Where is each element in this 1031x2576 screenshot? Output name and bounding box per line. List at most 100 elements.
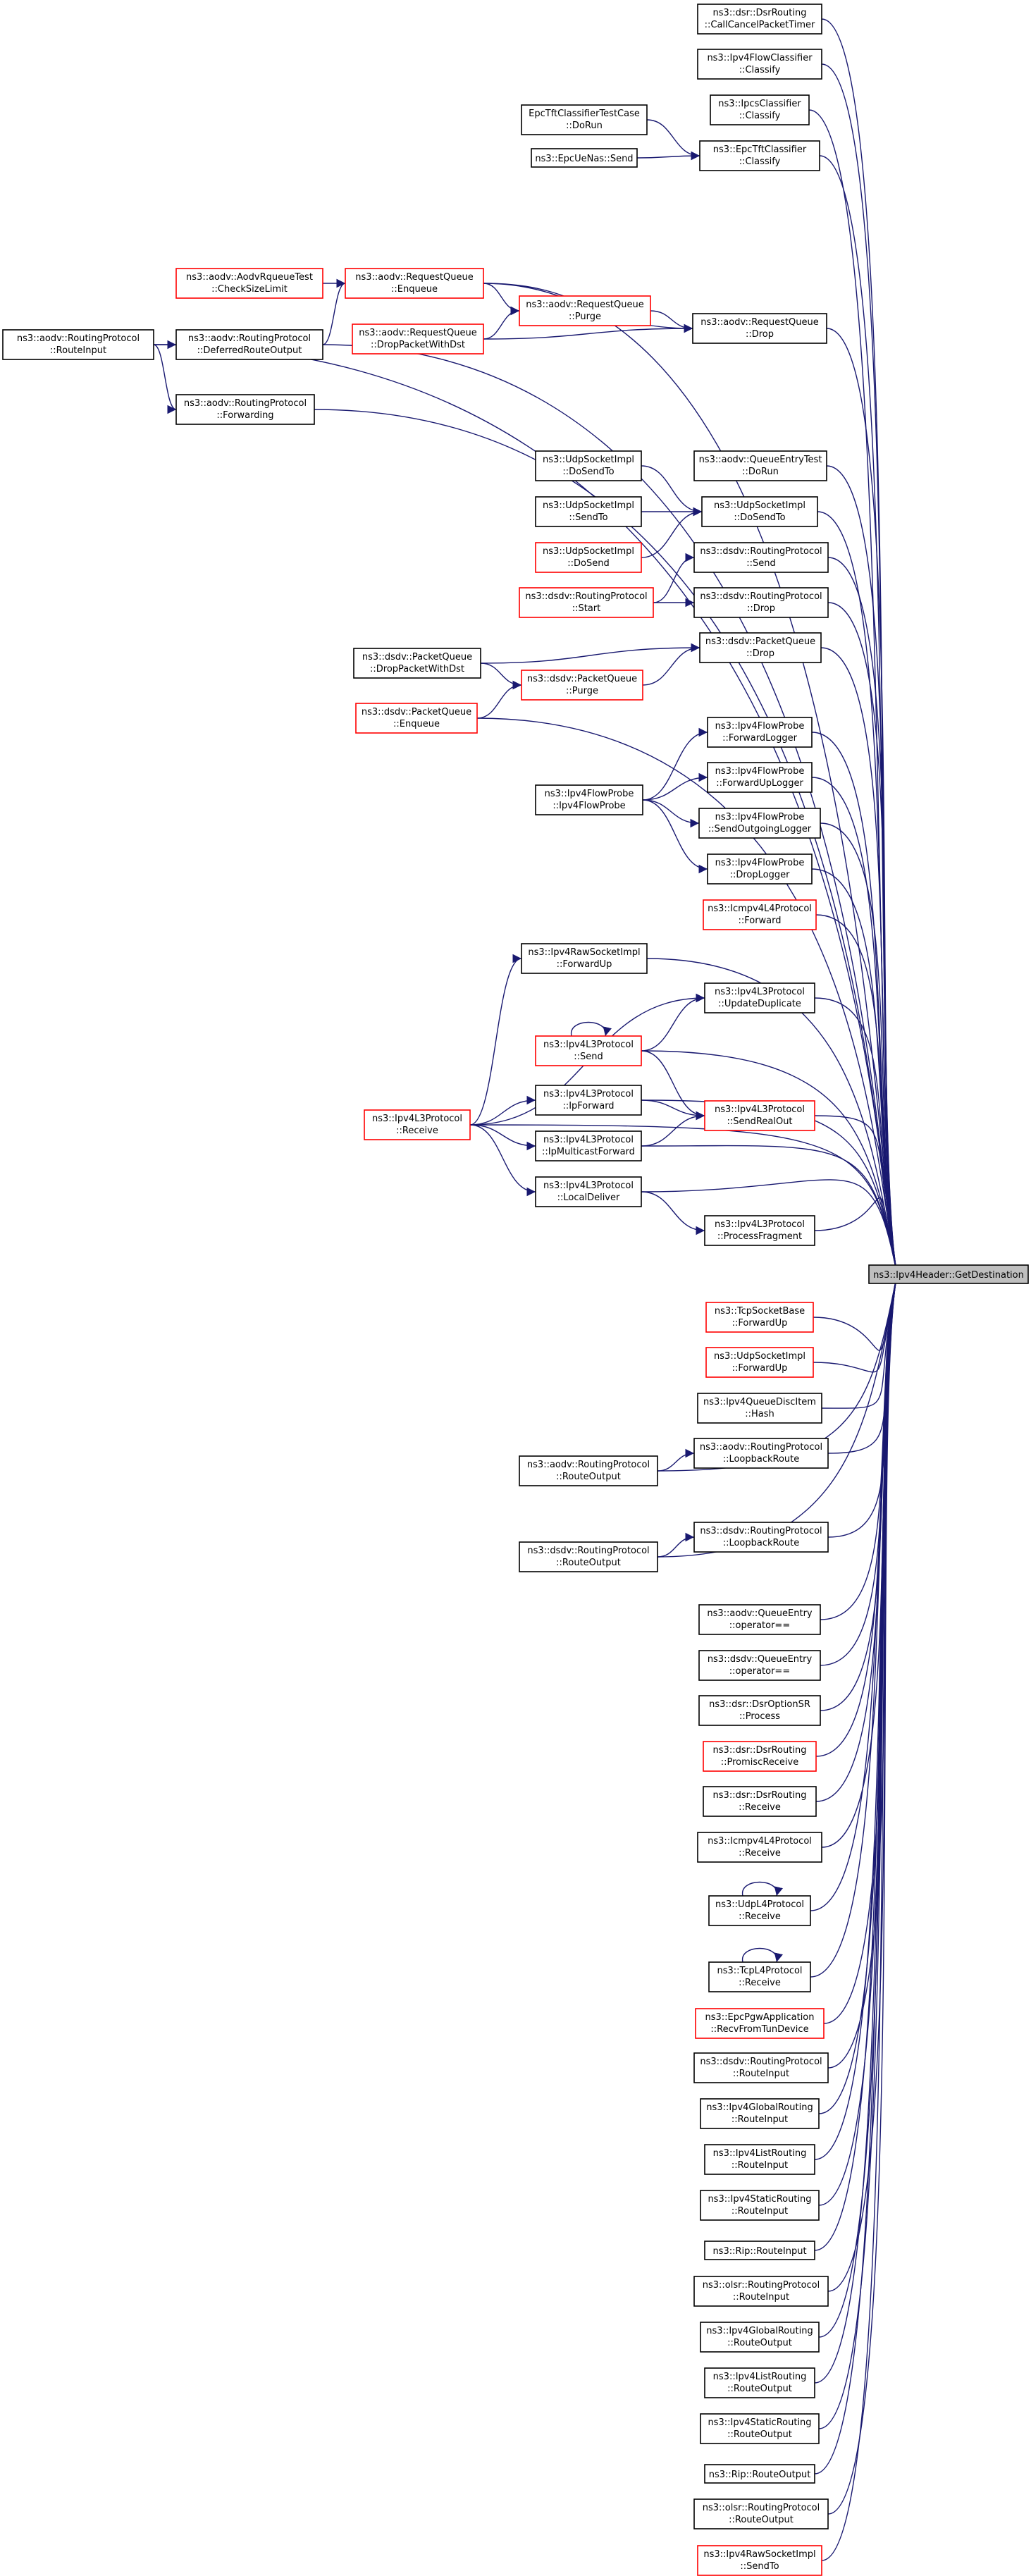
function-node[interactable]: ns3::EpcPgwApplication::RecvFromTunDevic… [695, 2008, 825, 2039]
node-box [355, 703, 478, 734]
function-node[interactable]: ns3::UdpSocketImpl::DoSendTo [701, 496, 818, 527]
function-node[interactable]: ns3::UdpSocketImpl::ForwardUp [705, 1347, 814, 1378]
call-edge [642, 799, 700, 828]
node-label: ::CallCancelPacketTimer [705, 20, 815, 30]
function-node[interactable]: ns3::Ipv4L3Protocol::UpdateDuplicate [704, 982, 815, 1013]
call-edge [827, 602, 900, 1275]
node-label: ns3::UdpL4Protocol [715, 1899, 804, 1910]
function-node[interactable]: ns3::aodv::AodvRqueueTest::CheckSizeLimi… [175, 268, 323, 299]
function-node[interactable]: ns3::UdpSocketImpl::SendTo [535, 496, 642, 527]
function-node[interactable]: ns3::aodv::QueueEntryTest::DoRun [693, 450, 827, 481]
node-label: ns3::UdpSocketImpl [543, 546, 634, 557]
node-box [707, 717, 813, 748]
function-node[interactable]: ns3::TcpL4Protocol::Receive [708, 1961, 811, 1992]
node-box [698, 808, 821, 839]
function-node[interactable]: ns3::Ipv4QueueDiscItem::Hash [697, 1393, 822, 1424]
function-node[interactable]: ns3::EpcUeNas::Send [531, 148, 638, 168]
function-node[interactable]: ns3::TcpSocketBase::ForwardUp [705, 1302, 814, 1333]
function-node[interactable]: ns3::dsdv::PacketQueue::Drop [699, 632, 822, 663]
function-node[interactable]: ns3::Ipv4RawSocketImpl::SendTo [697, 2545, 822, 2576]
function-node[interactable]: ns3::Icmpv4L4Protocol::Receive [697, 1832, 822, 1863]
node-label: ns3::Ipv4L3Protocol [543, 1135, 634, 1145]
function-node[interactable]: ns3::olsr::RoutingProtocol::RouteOutput [693, 2498, 829, 2529]
node-box [693, 450, 827, 481]
function-node[interactable]: ns3::aodv::RequestQueue::Enqueue [345, 268, 484, 299]
node-box [519, 587, 654, 618]
call-edge [815, 914, 900, 1275]
function-node[interactable]: ns3::Ipv4FlowProbe::SendOutgoingLogger [698, 808, 821, 839]
function-node[interactable]: ns3::dsdv::PacketQueue::Purge [521, 670, 643, 701]
function-node[interactable]: ns3::Ipv4GlobalRouting::RouteOutput [700, 2322, 820, 2353]
function-node[interactable]: ns3::dsdv::PacketQueue::Enqueue [355, 703, 478, 734]
function-node[interactable]: ns3::dsr::DsrRouting::PromiscReceive [703, 1741, 817, 1772]
function-node[interactable]: ns3::aodv::RequestQueue::Drop [692, 313, 827, 344]
function-node[interactable]: ns3::olsr::RoutingProtocol::RouteInput [693, 2276, 829, 2307]
function-node[interactable]: ns3::Ipv4StaticRouting::RouteInput [700, 2190, 820, 2221]
function-node[interactable]: ns3::dsr::DsrOptionSR::Process [698, 1695, 821, 1726]
node-label: ns3::Ipv4GlobalRouting [706, 2326, 813, 2336]
function-node[interactable]: ns3::UdpSocketImpl::DoSend [535, 542, 642, 573]
function-node[interactable]: ns3::dsdv::RoutingProtocol::LoopbackRout… [693, 1522, 829, 1553]
node-label: ::RouteInput [731, 2114, 788, 2125]
function-node[interactable]: ns3::dsdv::RoutingProtocol::Send [693, 542, 829, 573]
function-node[interactable]: ns3::Ipv4ListRouting::RouteInput [704, 2144, 815, 2175]
function-node[interactable]: ns3::aodv::RoutingProtocol::LoopbackRout… [693, 1438, 829, 1469]
focus-function-node[interactable]: ns3::Ipv4Header::GetDestination [868, 1264, 1029, 1284]
node-box [704, 1215, 815, 1246]
node-box [519, 1541, 658, 1572]
node-label: ns3::Ipv4FlowProbe [715, 858, 805, 868]
function-node[interactable]: ns3::dsdv::RoutingProtocol::RouteOutput [519, 1541, 658, 1572]
node-box [697, 1832, 822, 1863]
function-node[interactable]: ns3::Ipv4L3Protocol::SendRealOut [704, 1100, 815, 1131]
function-node[interactable]: ns3::Ipv4L3Protocol::Send [535, 1035, 642, 1066]
function-node[interactable]: ns3::IpcsClassifier::Classify [710, 94, 810, 125]
function-node[interactable]: ns3::dsr::DsrRouting::CallCancelPacketTi… [697, 4, 822, 35]
function-node[interactable]: ns3::aodv::RequestQueue::DropPacketWithD… [352, 323, 484, 355]
function-node[interactable]: ns3::aodv::RoutingProtocol::DeferredRout… [175, 329, 323, 360]
node-label: ns3::aodv::RoutingProtocol [700, 1442, 822, 1453]
function-node[interactable]: ns3::Ipv4FlowProbe::ForwardLogger [707, 717, 813, 748]
function-node[interactable]: ns3::aodv::RoutingProtocol::Forwarding [175, 394, 315, 425]
function-node[interactable]: ns3::UdpSocketImpl::DoSendTo [535, 450, 642, 481]
function-node[interactable]: ns3::Ipv4RawSocketImpl::ForwardUp [521, 943, 648, 974]
function-node[interactable]: ns3::dsdv::RoutingProtocol::Start [519, 587, 654, 618]
node-label: ::operator== [729, 1620, 790, 1631]
function-node[interactable]: ns3::dsdv::PacketQueue::DropPacketWithDs… [353, 648, 481, 679]
function-node[interactable]: ns3::Rip::RouteInput [704, 2241, 815, 2260]
function-node[interactable]: ns3::Ipv4FlowProbe::DropLogger [707, 853, 813, 885]
function-node[interactable]: ns3::Ipv4L3Protocol::Receive [364, 1109, 471, 1140]
node-label: ::DropPacketWithDst [370, 664, 464, 674]
function-node[interactable]: ns3::Ipv4GlobalRouting::RouteInput [700, 2098, 820, 2129]
node-label: ns3::EpcTftClassifier [713, 144, 807, 155]
function-node[interactable]: ns3::aodv::RoutingProtocol::RouteOutput [519, 1455, 658, 1486]
call-edge [642, 727, 708, 801]
call-edge [153, 344, 177, 414]
function-node[interactable]: ns3::EpcTftClassifier::Classify [699, 140, 820, 171]
function-node[interactable]: ns3::UdpL4Protocol::Receive [708, 1895, 811, 1926]
function-node[interactable]: ns3::Ipv4StaticRouting::RouteOutput [700, 2413, 820, 2444]
call-edge [322, 278, 346, 345]
function-node[interactable]: ns3::dsr::DsrRouting::Receive [703, 1786, 817, 1817]
node-box [535, 450, 642, 481]
function-node[interactable]: ns3::Ipv4L3Protocol::ProcessFragment [704, 1215, 815, 1246]
function-node[interactable]: ns3::dsdv::RoutingProtocol::RouteInput [693, 2052, 829, 2083]
call-edge [469, 1124, 536, 1197]
function-node[interactable]: ns3::Ipv4L3Protocol::LocalDeliver [535, 1176, 642, 1207]
node-label: ::DoRun [566, 121, 603, 131]
function-node[interactable]: ns3::Ipv4L3Protocol::IpForward [535, 1085, 642, 1116]
node-label: ::SendOutgoingLogger [708, 824, 812, 834]
function-node[interactable]: ns3::Rip::RouteOutput [704, 2464, 815, 2484]
function-node[interactable]: ns3::Ipv4FlowProbe::Ipv4FlowProbe [535, 784, 643, 815]
function-node[interactable]: EpcTftClassifierTestCase::DoRun [521, 104, 648, 135]
function-node[interactable]: ns3::Ipv4L3Protocol::IpMulticastForward [535, 1130, 642, 1161]
function-node[interactable]: ns3::Ipv4FlowProbe::ForwardUpLogger [707, 762, 813, 793]
function-node[interactable]: ns3::aodv::QueueEntry::operator== [698, 1604, 821, 1635]
function-node[interactable]: ns3::Ipv4ListRouting::RouteOutput [704, 2367, 815, 2398]
function-node[interactable]: ns3::aodv::RoutingProtocol::RouteInput [2, 329, 154, 360]
function-node[interactable]: ns3::dsdv::QueueEntry::operator== [698, 1650, 821, 1681]
node-box [521, 943, 648, 974]
function-node[interactable]: ns3::Icmpv4L4Protocol::Forward [703, 899, 817, 930]
function-node[interactable]: ns3::dsdv::RoutingProtocol::Drop [693, 587, 829, 618]
function-node[interactable]: ns3::Ipv4FlowClassifier::Classify [697, 49, 822, 80]
function-node[interactable]: ns3::aodv::RequestQueue::Purge [519, 295, 651, 326]
